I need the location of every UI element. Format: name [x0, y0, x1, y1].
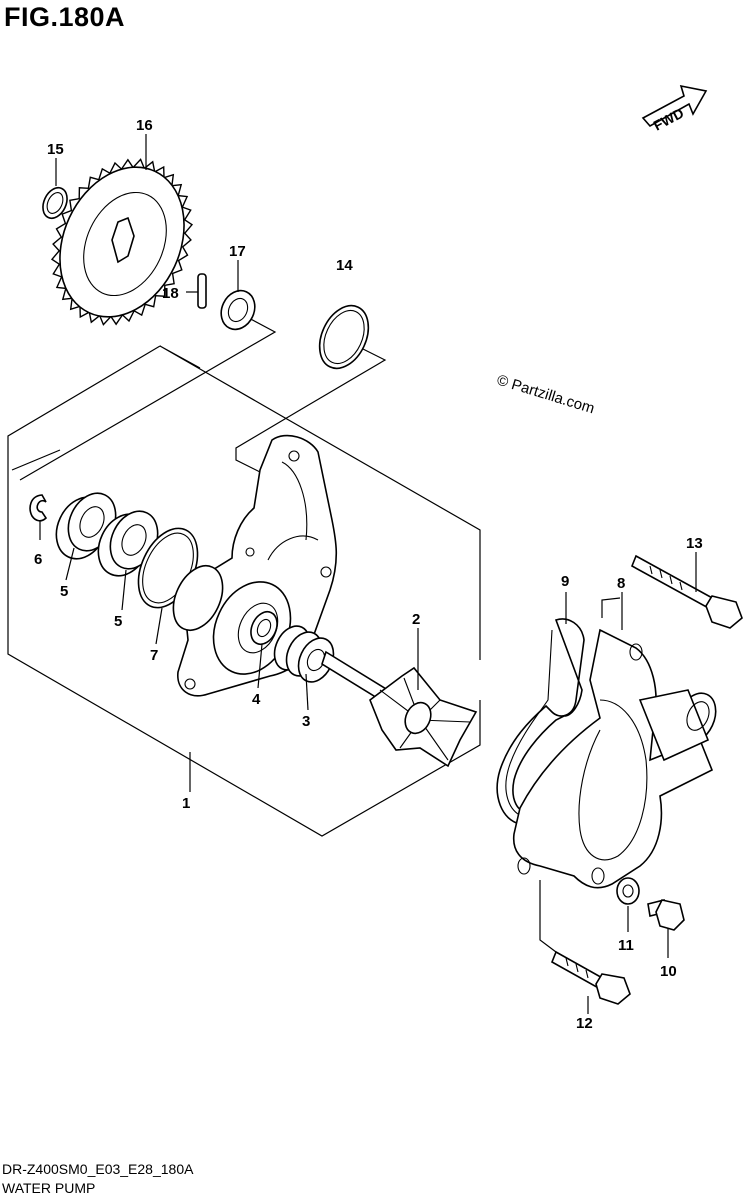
part-16-sprocket [50, 158, 194, 326]
callout-12: 12 [576, 1015, 593, 1032]
fwd-arrow-icon: FWD [641, 84, 708, 134]
callout-7: 7 [150, 647, 158, 664]
part-11-washer [616, 877, 640, 905]
callout-14: 14 [336, 257, 353, 274]
part-15-circlip [42, 186, 68, 220]
figure-name: WATER PUMP [2, 1180, 96, 1196]
part-10-bolt [647, 899, 685, 931]
part-4-oil-seal [250, 610, 278, 646]
watermark: © Partzilla.com [495, 372, 597, 418]
part-14-o-ring [318, 304, 370, 370]
assembly-bracket [7, 345, 481, 837]
callout-1: 1 [182, 795, 190, 812]
callout-8: 8 [617, 575, 625, 592]
bracket-inner-left [11, 315, 277, 481]
part-12-bolt [550, 950, 631, 1005]
callout-5b: 5 [114, 613, 122, 630]
part-13-bolt [630, 554, 743, 629]
part-2-impeller [321, 650, 478, 768]
part-18-pin [197, 273, 207, 309]
part-17-washer [220, 289, 256, 331]
callout-4: 4 [252, 691, 261, 708]
callout-5a: 5 [60, 583, 68, 600]
callout-6: 6 [34, 551, 42, 568]
part-8-pump-cover [512, 628, 717, 889]
figure-code: DR-Z400SM0_E03_E28_180A [2, 1161, 194, 1177]
leader-lines [39, 134, 697, 1014]
callout-18: 18 [162, 285, 179, 302]
callout-9: 9 [561, 573, 569, 590]
callout-3: 3 [302, 713, 310, 730]
callout-13: 13 [686, 535, 703, 552]
callout-15: 15 [47, 141, 64, 158]
callout-2: 2 [412, 611, 420, 628]
callout-17: 17 [229, 243, 246, 260]
callout-11: 11 [618, 937, 634, 954]
part-6-e-clip [29, 494, 48, 522]
figure-title: FIG.180A [4, 2, 126, 32]
bracket-inner-right [235, 344, 387, 473]
callout-16: 16 [136, 117, 153, 134]
callout-10: 10 [660, 963, 677, 980]
